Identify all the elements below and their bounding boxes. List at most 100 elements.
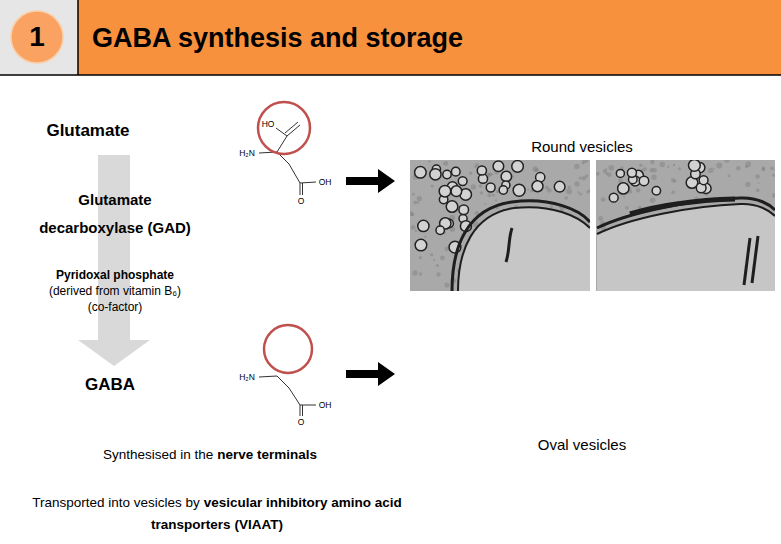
vesicle <box>513 184 525 196</box>
bond <box>277 376 289 388</box>
vesicle <box>439 185 451 197</box>
texture-dot <box>412 193 415 196</box>
enzyme-name: Glutamate decarboxylase (GAD) <box>25 186 205 242</box>
membrane <box>597 204 775 234</box>
texture-dot <box>596 172 600 176</box>
panel-gap <box>590 160 596 291</box>
vesicle <box>493 161 504 172</box>
header-band <box>78 0 781 75</box>
texture-dot <box>527 189 529 191</box>
texture-dot <box>774 169 775 171</box>
texture-dot <box>724 160 729 163</box>
atom-label: OH <box>314 400 336 410</box>
note-block: Transported into vesicles byvesicular in… <box>14 492 420 536</box>
header-number-panel <box>0 0 78 75</box>
bond <box>300 183 301 195</box>
atom-label: HO <box>257 119 279 129</box>
membrane <box>458 207 590 291</box>
texture-dot <box>417 201 420 204</box>
texture-dot <box>415 230 417 232</box>
texture-dot <box>713 168 715 170</box>
texture-dot <box>582 162 585 165</box>
note-text: Synthesised in the <box>103 447 213 462</box>
texture-dot <box>674 180 677 183</box>
cofactor-note: (co-factor) <box>10 299 220 315</box>
texture-dot <box>436 272 440 276</box>
texture-dot <box>492 194 495 197</box>
atom-label: O <box>294 196 308 206</box>
texture-dot <box>443 161 448 166</box>
vesicle <box>451 167 460 176</box>
texture-dot <box>424 236 426 238</box>
texture-dot <box>582 176 587 181</box>
bond <box>259 376 277 377</box>
bond <box>302 405 303 416</box>
texture-dot <box>673 164 675 166</box>
atom-label: O <box>294 417 308 427</box>
vesicle <box>639 176 649 186</box>
micrograph-ground <box>410 160 590 291</box>
highlight-circle <box>264 325 312 373</box>
bond <box>302 183 303 195</box>
texture-dot <box>431 184 434 187</box>
bond <box>300 182 316 183</box>
texture-dot <box>770 167 774 171</box>
texture-dot <box>574 181 579 186</box>
vesicle <box>501 171 511 181</box>
vesicle <box>616 169 624 177</box>
texture-dot <box>413 201 417 205</box>
note-block: Synthesised in thenerve terminals <box>10 444 410 466</box>
atom-label: OH <box>314 177 336 187</box>
texture-dot <box>440 255 445 260</box>
bond <box>289 164 300 183</box>
texture-dot <box>535 168 539 172</box>
texture-dot <box>436 264 439 267</box>
atom-label: H₂N <box>235 372 259 382</box>
texture-dot <box>430 253 433 256</box>
badge-number: 1 <box>29 23 45 51</box>
micrograph-panel <box>410 160 590 291</box>
vesicle <box>532 181 543 192</box>
texture-dot <box>579 193 582 196</box>
texture-dot <box>636 188 641 193</box>
texture-dot <box>755 174 760 179</box>
vesicle <box>627 168 636 177</box>
number-badge: 1 <box>10 10 64 64</box>
texture-dot <box>418 256 422 260</box>
vesicle <box>430 169 441 180</box>
texture-dot <box>469 172 472 175</box>
texture-dot <box>708 168 713 173</box>
texture-dot <box>772 174 775 177</box>
molecule-name: GABA <box>50 374 170 396</box>
texture-dot <box>574 164 579 169</box>
micrograph-panel <box>596 160 775 291</box>
black-arrow <box>346 362 395 386</box>
texture-dot <box>419 272 423 276</box>
texture-dot <box>671 190 675 194</box>
texture-dot <box>745 161 751 167</box>
texture-dot <box>428 160 430 162</box>
texture-dot <box>412 270 417 275</box>
texture-dot <box>728 175 731 178</box>
texture-dot <box>756 189 760 193</box>
vesicle <box>699 176 708 185</box>
gaba-structure <box>259 376 316 416</box>
terminal-interior <box>458 207 590 291</box>
texture-dot <box>625 206 629 210</box>
vesicle <box>652 187 660 195</box>
texture-dot <box>660 162 665 167</box>
glutamate-structure <box>259 122 316 195</box>
texture-dot <box>471 184 476 189</box>
cofactor-name: Pyridoxal phosphate <box>10 268 220 283</box>
electron-micrographs <box>408 157 777 292</box>
vesicle <box>512 161 524 173</box>
reaction-arrow <box>78 155 150 366</box>
vesicle <box>609 193 618 202</box>
texture-dot <box>568 186 571 189</box>
texture-dot <box>650 197 656 203</box>
texture-dot <box>736 166 740 170</box>
vesicle <box>554 181 565 192</box>
texture-dot <box>444 282 449 287</box>
texture-dot <box>598 216 603 221</box>
membrane <box>752 236 758 283</box>
